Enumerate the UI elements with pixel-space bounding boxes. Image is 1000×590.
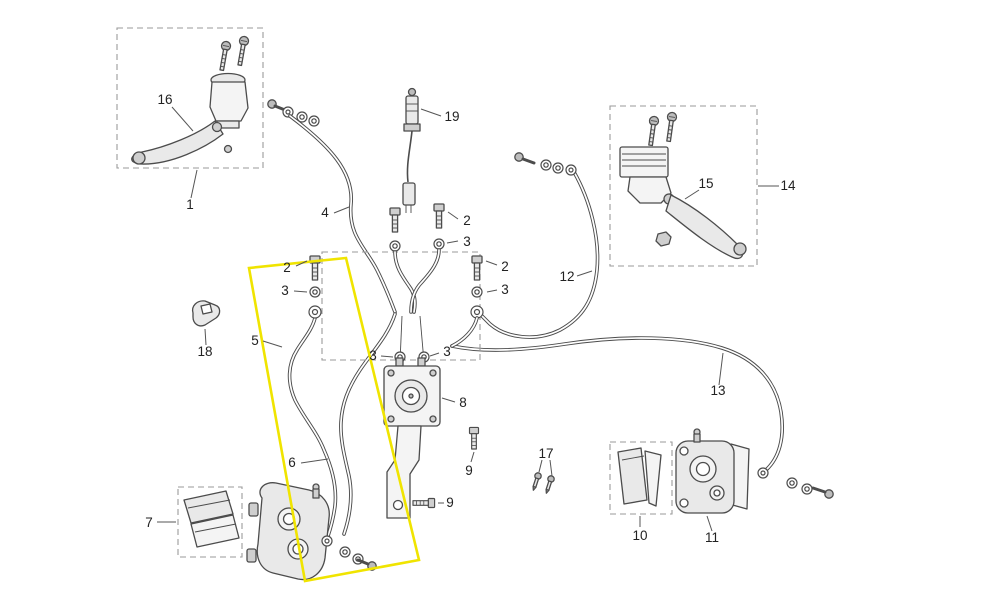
highlight-region [247,256,421,583]
callout-18: 18 [197,344,212,359]
callout-11: 11 [705,530,719,545]
callout-5: 5 [251,333,259,348]
assembly-boundary-box [116,27,264,169]
callout-16: 16 [157,92,172,107]
hose-guide-clamp [191,300,221,327]
rear-brake-caliper [675,428,750,514]
pivot-nut [655,231,672,247]
callout-13: 13 [710,383,725,398]
front-brake-pads [177,486,243,558]
sealing-washer [786,477,798,489]
callout-3: 3 [501,282,509,297]
callout-3: 3 [463,234,471,249]
callout-2: 2 [463,213,471,228]
rear-brake-pads [609,441,673,515]
callout-6: 6 [288,455,296,470]
brake-pad [644,450,662,507]
callout-7: 7 [145,515,153,530]
callout-4: 4 [321,205,329,220]
pads-boundary-box [177,486,243,558]
lever-ball-end [733,242,747,256]
callout-1: 1 [186,197,194,212]
sealing-washer [801,483,813,495]
assembly-boundary-box [609,105,758,267]
pads-boundary-box [609,441,673,515]
sealing-washer [552,162,564,174]
brake-lever [665,194,744,260]
callout-19: 19 [444,109,459,124]
rear-hose-fittings [514,152,577,176]
brake-pad [183,490,234,524]
sealing-washer [433,238,445,250]
master-cylinder-body [209,81,249,122]
sealing-washer [339,546,351,558]
brake-junction-unit [383,357,441,519]
sealing-washer [540,159,552,171]
callout-leaders [157,106,779,532]
brake-pad [617,447,648,505]
switch-body [405,95,419,125]
lever-ball-end [132,151,146,165]
callout-14: 14 [780,178,796,193]
callout-3: 3 [281,283,289,298]
callout-12: 12 [559,269,574,284]
callout-8: 8 [459,395,467,410]
reservoir [619,146,669,178]
callout-3: 3 [443,344,451,359]
callout-10: 10 [632,528,647,543]
callout-15: 15 [698,176,713,191]
brake-light-switch [402,87,421,213]
callout-3: 3 [369,348,377,363]
caliper-body [256,482,330,581]
rear-caliper-hose-fittings [757,467,834,499]
callout-2: 2 [501,259,509,274]
lever-pivot [211,121,223,133]
master-cylinder-body [627,176,672,204]
callout-17: 17 [538,446,553,461]
callout-9: 9 [446,495,454,510]
rear-master-cylinder-assembly [609,105,758,267]
callout-labels: 16 1 4 19 2 3 2 3 2 3 3 3 5 6 18 7 8 9 9… [145,92,796,545]
pivot-nut [223,144,233,154]
brake-pad [190,514,240,548]
sealing-washer [471,286,483,298]
callout-2: 2 [283,260,291,275]
sealing-washer [309,286,321,298]
switch-connector [402,182,416,206]
front-brake-caliper [246,482,377,581]
sealing-washer [389,240,401,252]
front-master-cylinder-assembly [116,27,320,169]
callout-9: 9 [465,463,473,478]
brake-lever [131,120,224,165]
